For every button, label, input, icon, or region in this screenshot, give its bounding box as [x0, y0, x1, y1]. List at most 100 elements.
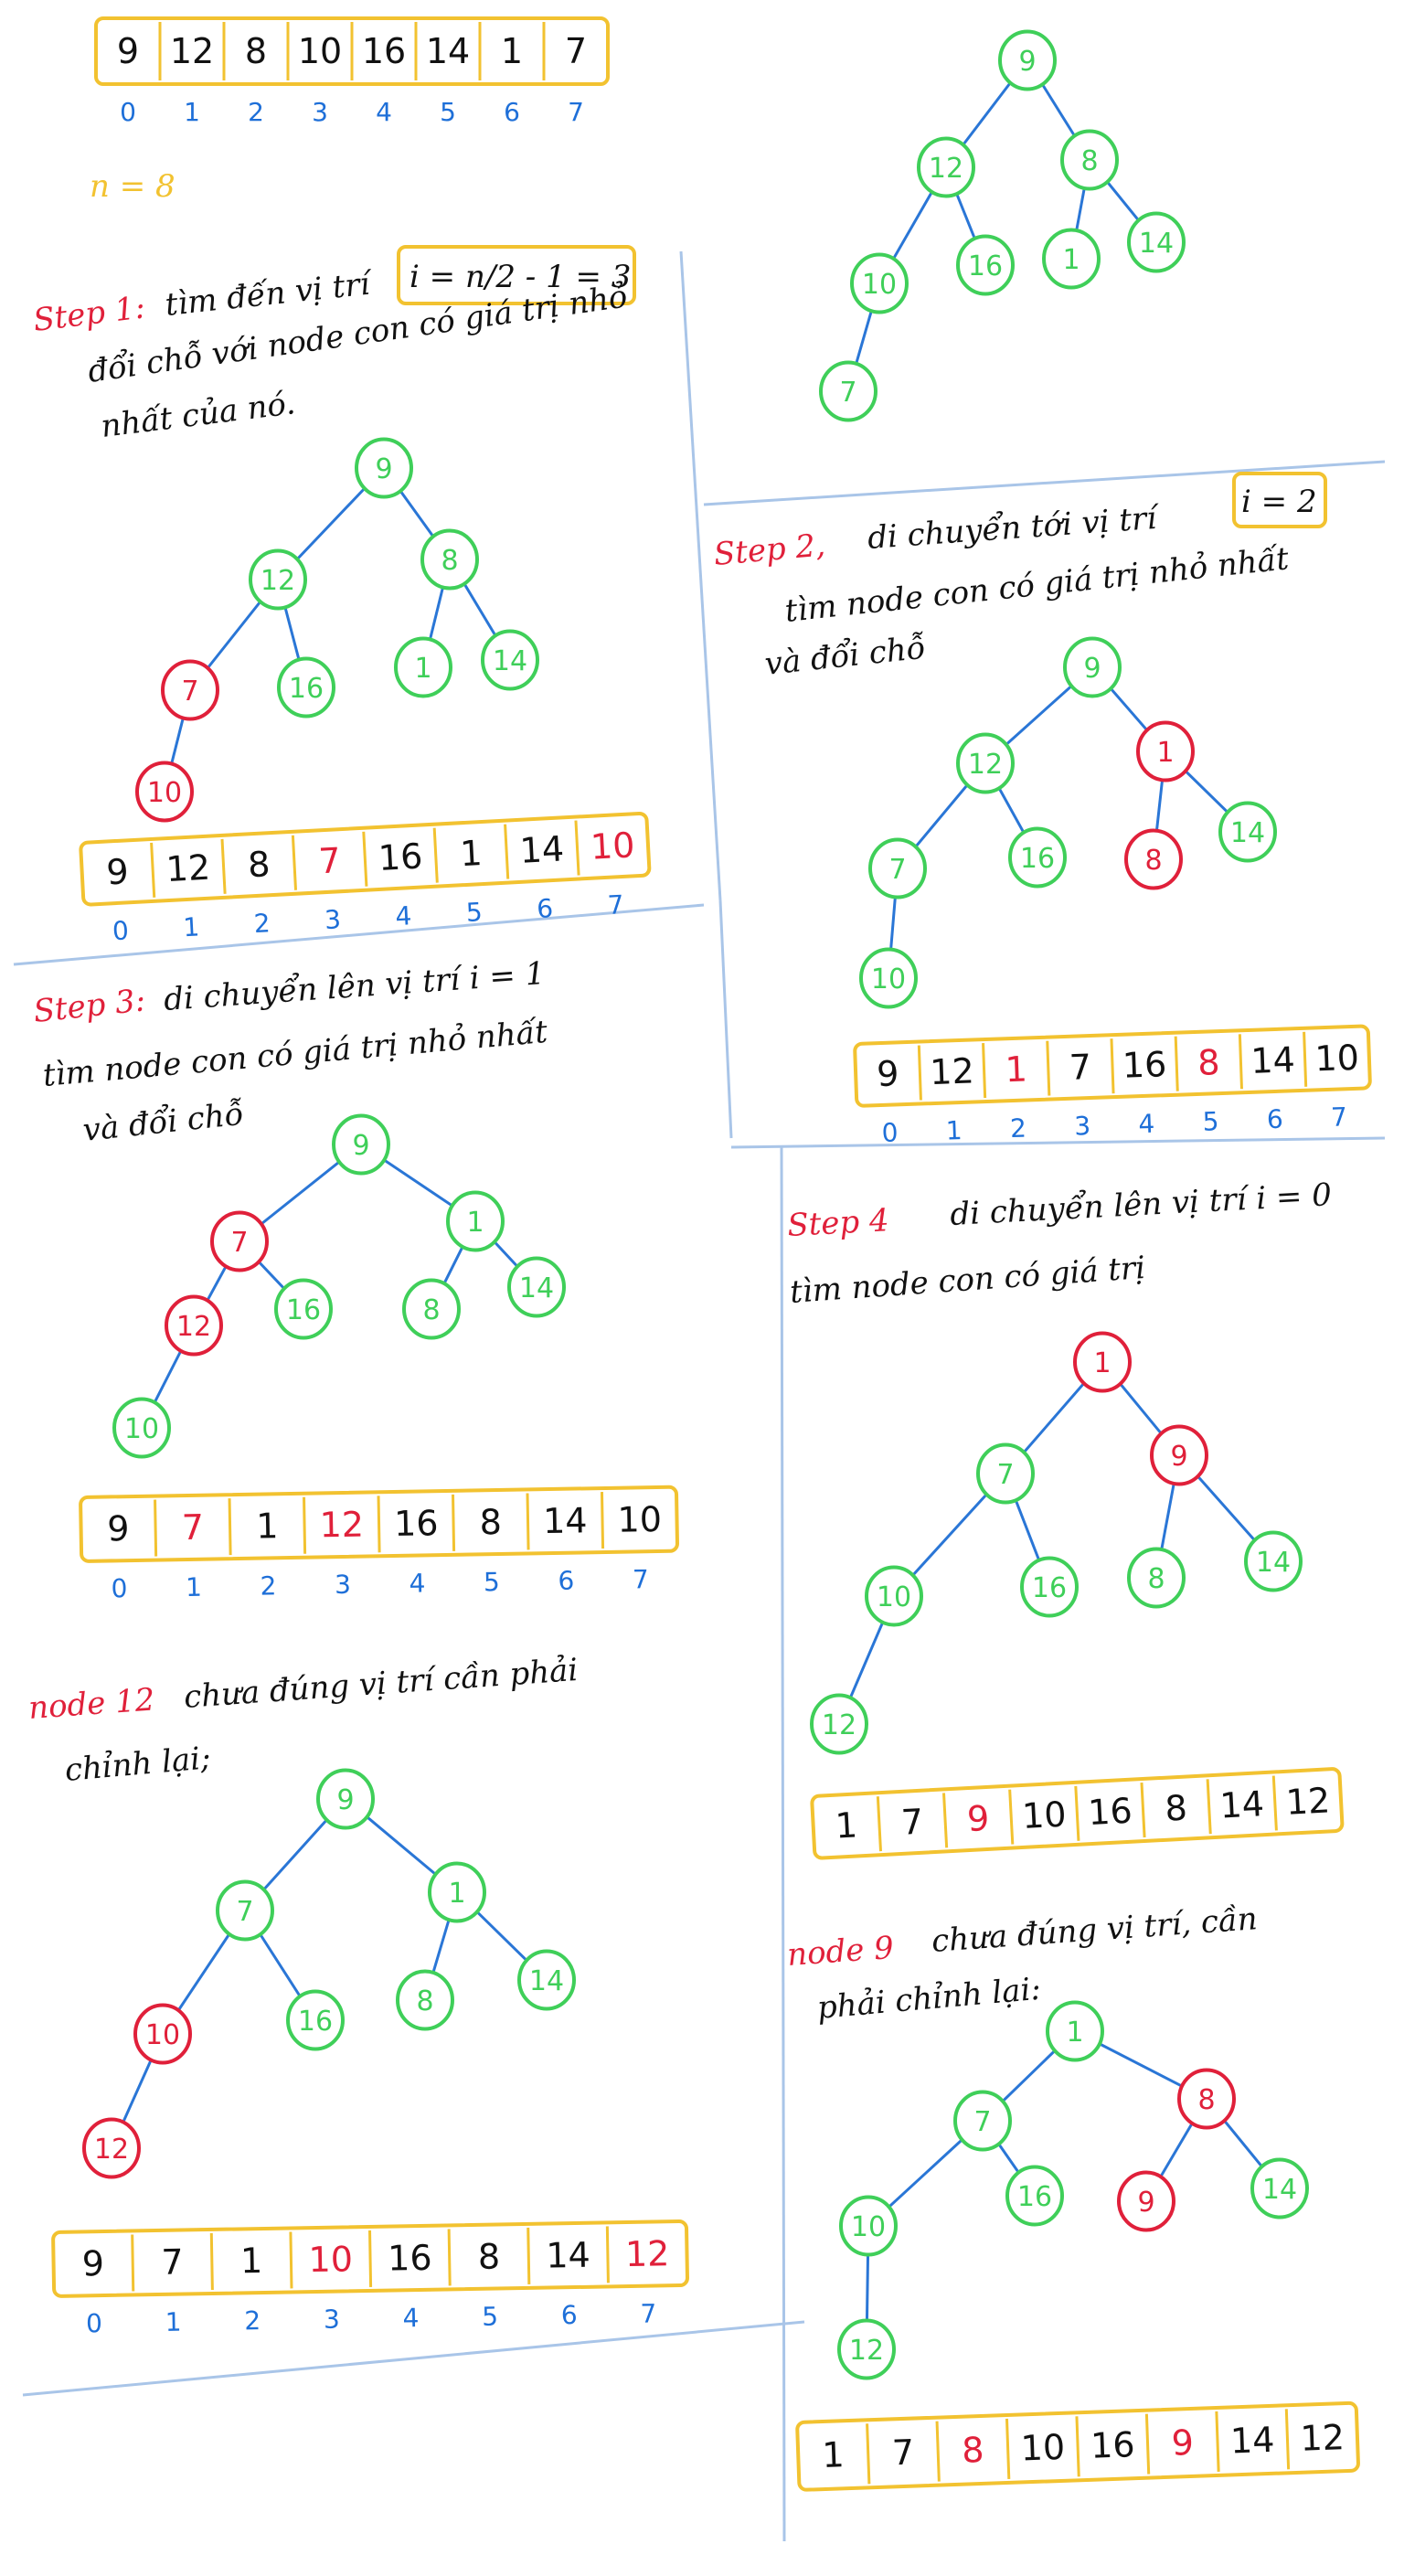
step4-array-cell: 10 [1021, 1794, 1068, 1836]
node12-tree-node-value: 9 [336, 1784, 354, 1816]
step2-tree-node-value: 10 [871, 963, 906, 995]
step2-tree-node-value: 12 [968, 749, 1003, 781]
step3-array-cell: 10 [617, 1499, 662, 1540]
node9-array-divider [935, 2421, 941, 2482]
divider-vertical-top [679, 250, 722, 901]
node12-section: node 12 chưa đúng vị trí cần phải chỉnh … [27, 1652, 689, 2338]
node12-array-cell: 1 [240, 2241, 263, 2281]
step4-tree-node-circle [1020, 1556, 1079, 1618]
step1-array-divider [504, 824, 510, 879]
step2-tree-node-circle [859, 947, 918, 1009]
node9-array-divider [1075, 2416, 1080, 2477]
initial-tree-node-value: 12 [929, 153, 963, 185]
step3-array-index: 2 [260, 1570, 276, 1601]
step3-array-cell: 8 [479, 1502, 502, 1542]
node12-tree-node-value: 7 [236, 1896, 253, 1928]
step3-tree-node-value: 14 [519, 1272, 554, 1304]
initial-array-index: 5 [440, 97, 456, 127]
step2-tree-node-circle [1136, 720, 1195, 782]
step1-array-index: 7 [607, 889, 625, 921]
node9-tree-node-value: 9 [1137, 2187, 1154, 2219]
step3-array-cell: 9 [107, 1508, 130, 1549]
step2-array-divider [1303, 1031, 1308, 1087]
node9-array-cell: 8 [962, 2430, 985, 2471]
initial-tree-node-circle [1060, 129, 1119, 191]
step4-array-cell: 1 [835, 1804, 858, 1846]
divider-horizontal-bottom-left [22, 2320, 805, 2397]
step3-tree-node-circle [507, 1256, 566, 1318]
step1-array-cell: 14 [519, 828, 566, 870]
step3-array-cell: 12 [319, 1505, 364, 1546]
step4-array-cell: 9 [966, 1798, 990, 1839]
initial-array-index: 0 [120, 97, 136, 127]
step2-tree-node-circle [1063, 636, 1122, 698]
divider-lines [13, 250, 1386, 2542]
initial-tree-node-circle [917, 136, 975, 198]
step1-text-line-1: tìm đến vị trí [164, 265, 376, 324]
step2-label: Step 2, [712, 527, 826, 572]
initial-tree-node-circle [1127, 211, 1186, 273]
step3-tree-node-value: 8 [422, 1294, 440, 1326]
step2-section: Step 2, di chuyển tới vị trí i = 2 tìm n… [712, 472, 1372, 1148]
step3-tree-node-circle [446, 1190, 505, 1252]
node9-array-cell: 1 [822, 2434, 846, 2475]
node9-array-divider [866, 2423, 871, 2485]
node12-tree-node-circle [286, 1989, 345, 2051]
step1-tree-node-value: 10 [147, 777, 182, 809]
step3-tree-node-value: 9 [352, 1130, 369, 1162]
initial-tree-node-value: 16 [968, 250, 1003, 282]
initial-array-cell: 7 [565, 31, 587, 71]
step3-tree-node-value: 16 [286, 1294, 321, 1326]
node9-array-cell: 12 [1300, 2417, 1346, 2459]
step4-tree-node-value: 8 [1147, 1563, 1165, 1595]
node12-array-cell: 16 [388, 2238, 432, 2279]
step1-tree-node-circle [420, 528, 479, 591]
node12-array-divider [289, 2231, 293, 2289]
node9-text-line-1: chưa đúng vị trí, cần [931, 1900, 1259, 1960]
step4-array-cell: 16 [1087, 1791, 1133, 1833]
node12-tree-node-value: 1 [448, 1878, 465, 1910]
step1-label: Step 1: [31, 289, 147, 339]
step3-tree-node-circle [112, 1397, 171, 1459]
node12-array-divider [368, 2230, 373, 2287]
initial-array-cell: 10 [298, 31, 342, 71]
initial-array-index: 6 [504, 97, 520, 127]
step2-tree-node-circle [868, 837, 927, 899]
step1-array-divider [150, 842, 156, 898]
step1-tree-node-value: 9 [375, 453, 392, 485]
node12-array-cell: 9 [81, 2243, 104, 2283]
node12-tree-node-circle [428, 1861, 486, 1923]
initial-array-cell: 16 [362, 31, 406, 71]
divider-vertical-bottom [780, 1146, 786, 2542]
step1-tree-node-value: 12 [261, 565, 295, 597]
step2-array-divider [982, 1043, 987, 1099]
n-label: n = 8 [90, 168, 176, 205]
node9-array-cell: 10 [1020, 2427, 1066, 2469]
step4-tree-node-circle [865, 1565, 923, 1627]
step4-array-cell: 7 [900, 1802, 924, 1843]
initial-array-index: 2 [248, 97, 264, 127]
step3-label: Step 3: [32, 982, 147, 1030]
node12-array-divider [209, 2232, 214, 2290]
step4-array-divider [1271, 1775, 1278, 1831]
initial-array-index: 3 [312, 97, 328, 127]
step2-text-line-3: và đổi chỗ [763, 630, 927, 683]
step1-array-index: 4 [395, 900, 413, 931]
node12-array-frame [51, 2219, 689, 2298]
node12-array-divider [605, 2226, 610, 2283]
step3-array-cell: 7 [181, 1507, 204, 1548]
step2-array-cell: 7 [1069, 1047, 1092, 1088]
node9-tree-node-circle [1177, 2068, 1236, 2130]
step3-array-index: 4 [409, 1568, 425, 1598]
step3-array-cell: 1 [256, 1506, 279, 1546]
initial-tree-node-value: 10 [862, 269, 897, 301]
node9-tree-node-value: 12 [849, 2335, 884, 2367]
node12-array-index: 4 [402, 2303, 419, 2333]
